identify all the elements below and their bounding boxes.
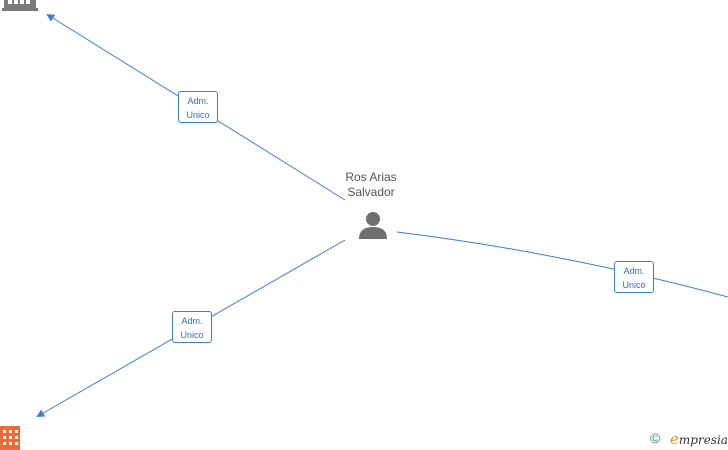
edge-label-bottom-left[interactable]: Adm. Unico <box>172 311 212 343</box>
building-icon[interactable] <box>2 0 38 11</box>
edge-right <box>396 231 728 298</box>
edge-label-line2: Unico <box>186 110 210 120</box>
edge-label-top-left[interactable]: Adm. Unico <box>178 91 218 123</box>
person-name[interactable]: Ros Arias Salvador <box>330 170 412 200</box>
edge-label-line1: Adm. <box>181 316 203 326</box>
brand-rest: mpresia <box>678 433 728 447</box>
person-name-line2: Salvador <box>347 185 395 199</box>
brand-initial: e <box>670 430 679 448</box>
edge-label-line1: Adm. <box>623 266 645 276</box>
person-icon[interactable] <box>359 212 387 239</box>
copyright-symbol: © <box>650 430 661 446</box>
edge-label-line1: Adm. <box>187 96 209 106</box>
edge-label-line2: Unico <box>622 280 646 290</box>
person-name-line1: Ros Arias <box>345 170 397 184</box>
edge-label-right[interactable]: Adm. Unico <box>614 261 654 293</box>
office-building-icon[interactable] <box>0 426 20 450</box>
edge-label-line2: Unico <box>180 330 204 340</box>
brand-logo[interactable]: empresia <box>670 430 728 448</box>
